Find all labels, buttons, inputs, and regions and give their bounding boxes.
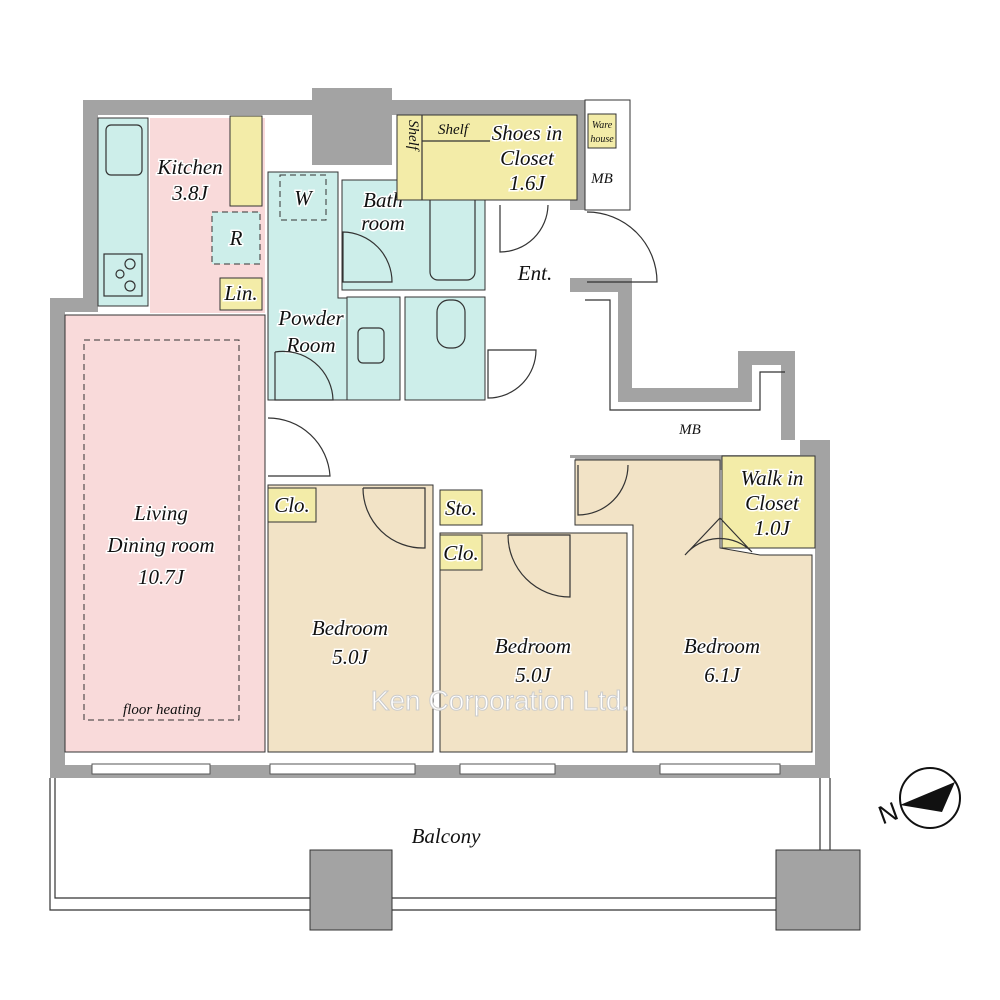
mb-wing-wall [570,278,795,440]
shoes-closet-size: 1.6J [509,171,546,195]
bath-label-2: room [361,211,405,235]
door-swing-bath[interactable] [342,231,393,283]
shoes-closet-label-2: Closet [500,146,555,170]
sink-icon [105,124,143,176]
storage-label: Sto. [445,496,477,520]
closet-2-label: Clo. [443,541,479,565]
closet-1[interactable] [267,487,317,523]
powder-label: Powder [277,306,344,330]
door-swing-toilet[interactable] [487,349,537,399]
shelf-label-vertical: Shelf [405,120,421,152]
walk-in-closet-label-2: Closet [745,491,800,515]
linen-label: Lin. [223,281,257,305]
bedroom-3-size: 6.1J [704,663,741,687]
stove-icon [103,253,143,297]
warehouse-label: Ware [592,120,613,131]
door-swing-bedroom-1[interactable] [362,487,426,549]
bedroom-2-label: Bedroom [495,634,571,658]
bedroom-1-label: Bedroom [312,616,388,640]
mb-wing-line [585,299,785,411]
mb-label-top: MB [590,171,613,187]
bedroom-1-size: 5.0J [332,645,369,669]
balcony-pillar [775,849,861,931]
storage[interactable] [439,489,483,526]
door-swing-walk-in[interactable] [684,517,753,556]
shoes-in-closet [396,114,578,201]
walk-in-closet-label: Walk in [741,466,804,490]
structural-column [312,100,392,165]
door-swing-powder[interactable] [274,350,334,401]
kitchen-size: 3.8J [171,181,209,205]
living-label: Living [133,501,188,525]
north-label: N [874,796,902,831]
shelf-label: Shelf [438,122,470,138]
closet-1-label: Clo. [274,493,310,517]
north-arrow-icon: N [874,767,961,831]
washer-label: W [294,186,314,210]
door-swing-bedroom-3[interactable] [577,464,629,516]
bedroom-2-size: 5.0J [515,663,552,687]
walk-in-closet[interactable] [721,455,816,549]
dining-label: Dining room [106,533,214,557]
bedroom-1 [267,484,434,753]
warehouse [587,113,617,149]
living-size: 10.7J [138,565,186,589]
walk-in-closet-size: 1.0J [754,516,791,540]
entrance-label: Ent. [517,261,552,285]
balcony-pillar [309,849,393,931]
entrance-door[interactable] [586,211,658,283]
door-swing-shoes[interactable] [499,204,549,253]
refrigerator-label: R [229,226,243,250]
bedroom-3-label: Bedroom [684,634,760,658]
washbasin-area [346,296,401,401]
warehouse-label-2: house [590,134,614,145]
kitchen-label: Kitchen [156,155,222,179]
toilet-room [404,296,486,401]
bedroom-3 [574,459,813,753]
balcony [49,778,861,931]
linen-closet[interactable] [219,277,263,311]
door-swing-bedroom-2[interactable] [507,534,571,598]
door-swing-living[interactable] [267,417,331,477]
refrigerator-space [211,211,261,265]
closet-2[interactable] [439,534,483,571]
living-dining-room [64,314,266,753]
toilet-icon [436,299,466,349]
windows [91,763,781,775]
balcony-label: Balcony [412,824,481,848]
mb-label-corridor: MB [678,422,701,438]
washbasin-icon [357,327,385,364]
watermark: Ken Corporation Ltd. [371,685,629,716]
floor-heating-label: floor heating [123,702,201,718]
pantry [229,115,263,207]
washer-space [279,174,327,221]
powder-label-2: Room [286,333,336,357]
shoes-closet-label: Shoes in [492,121,563,145]
floor-heating-area [83,339,240,721]
